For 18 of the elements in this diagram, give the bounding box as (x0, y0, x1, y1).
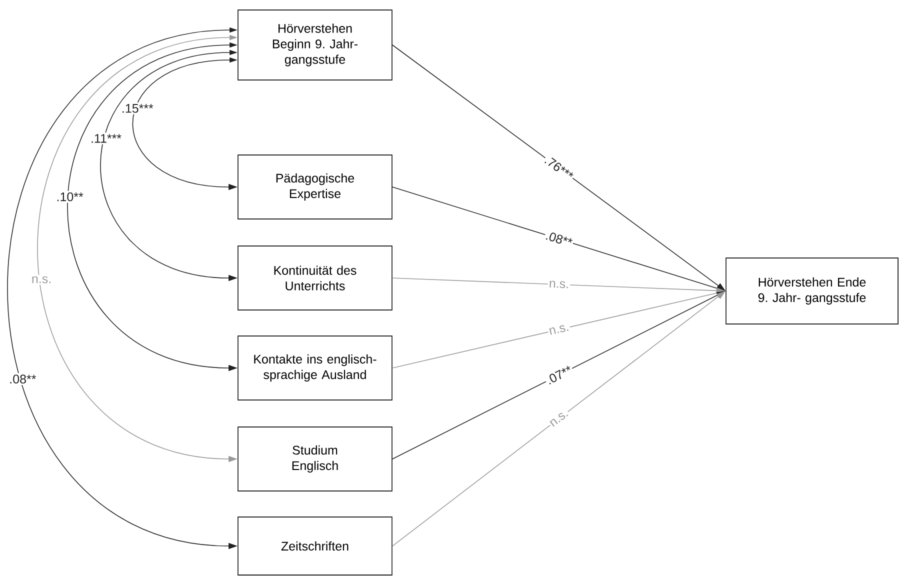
variable-box: Hörverstehen Ende 9. Jahr- gangsstufe (726, 258, 898, 324)
edge-label: .76*** (542, 154, 576, 182)
edge-label: .07** (544, 364, 574, 386)
edge-label: n.s. (548, 280, 570, 290)
edge-label: n.s. (30, 274, 54, 285)
edge-label: .15*** (120, 102, 155, 114)
variable-box: Studium Englisch (238, 426, 392, 492)
variable-box: Hörverstehen Beginn 9. Jahr- gangsstufe (238, 10, 392, 80)
variable-box: Pädagogische Expertise (238, 154, 392, 220)
variable-box: Kontinuität des Unterrichts (238, 246, 392, 310)
edge-label: n.s. (548, 408, 570, 429)
edge-label: .11*** (88, 132, 124, 144)
edge-label: n.s. (547, 322, 571, 336)
variable-box: Zeitschriften (238, 516, 392, 576)
edge-label: .08** (8, 373, 38, 386)
edge-label: .08** (544, 230, 575, 249)
edge-label: .10** (54, 190, 85, 203)
variable-box: Kontakte ins englisch- sprachige Ausland (238, 336, 392, 400)
